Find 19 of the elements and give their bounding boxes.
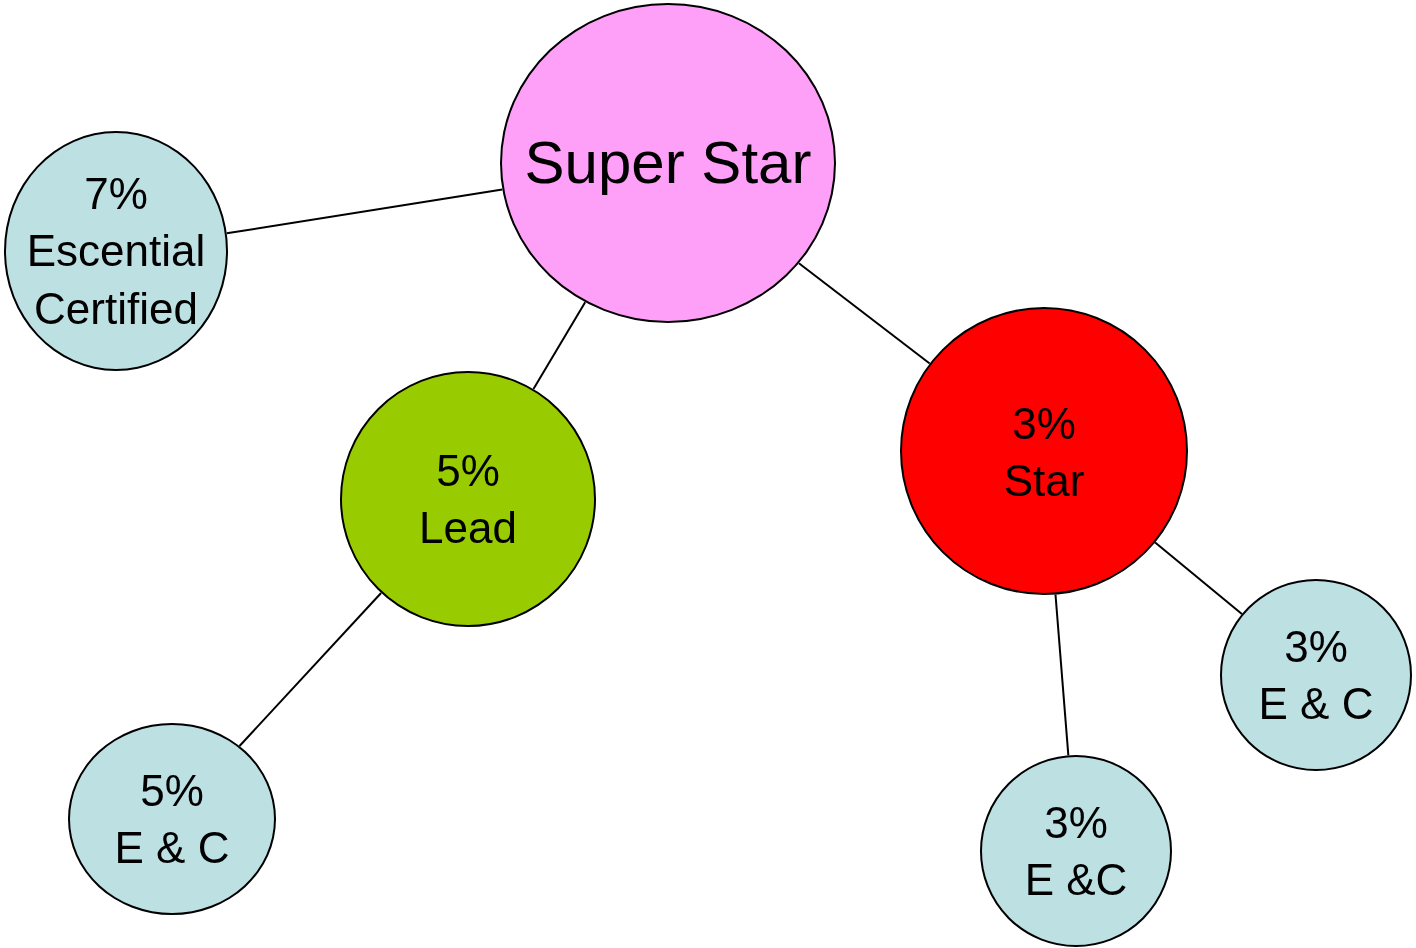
node-label: Escential Certified [25, 225, 207, 335]
node-label: 3% [1012, 397, 1076, 450]
connector-line [225, 188, 504, 235]
connector-line [238, 591, 383, 747]
node-label: 3% [1284, 620, 1348, 673]
node-label: E &C [1024, 854, 1128, 906]
node-label: E & C [1258, 678, 1374, 730]
connector-line [1154, 541, 1243, 615]
node-label: 7% [84, 168, 148, 221]
node-label: Star [1003, 455, 1085, 507]
node-label: E & C [114, 822, 230, 874]
node-label: Super Star [524, 128, 812, 198]
node-label: 5% [436, 444, 500, 497]
connector-line [797, 262, 931, 365]
connector-line [532, 301, 587, 390]
node-label: 3% [1044, 796, 1108, 849]
node-label: Lead [419, 502, 517, 554]
node-label: 5% [140, 764, 204, 817]
connector-line [1054, 593, 1070, 757]
